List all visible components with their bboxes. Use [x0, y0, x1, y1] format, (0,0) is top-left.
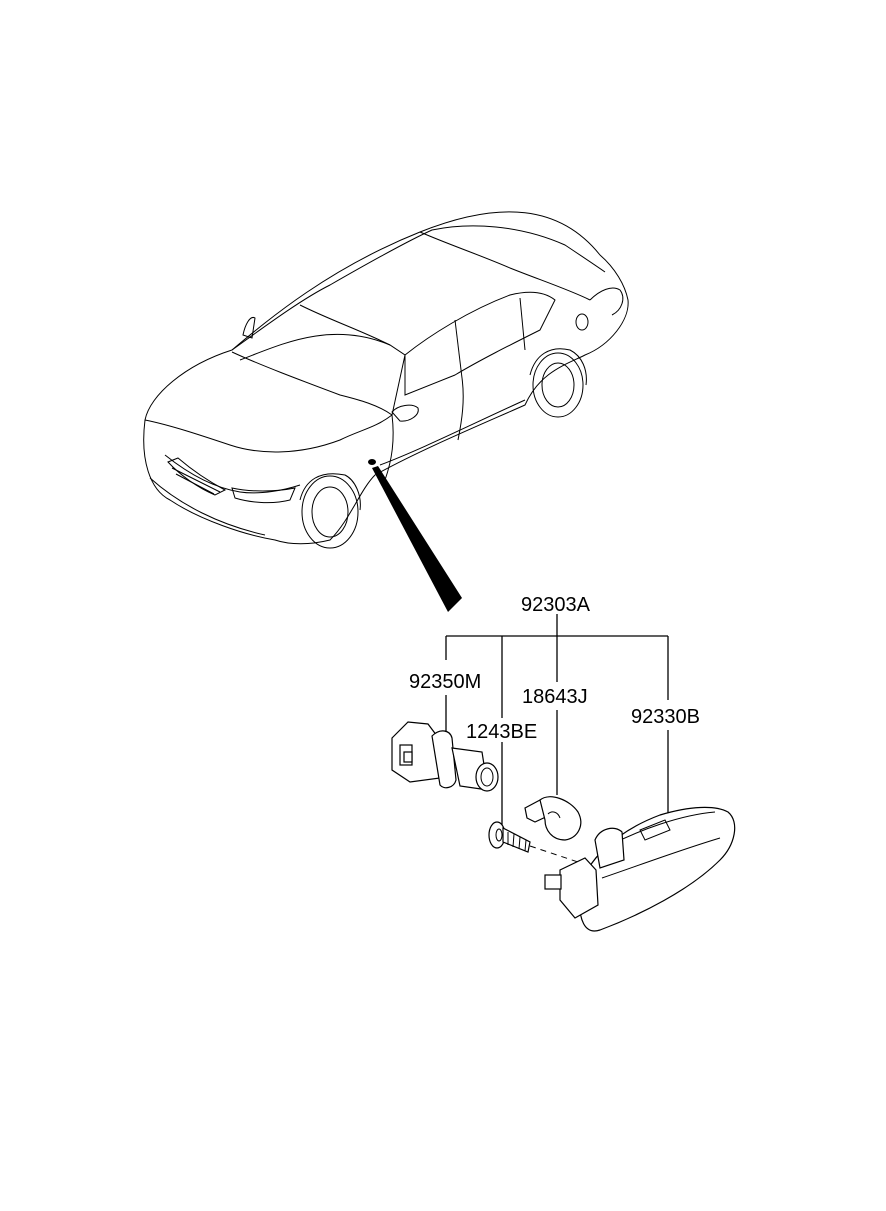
lamp-part: [544, 806, 736, 932]
screw-part: [488, 821, 579, 863]
leader-wedge: [372, 466, 462, 612]
car-illustration: [143, 211, 629, 549]
callout-92330B: 92330B: [631, 706, 700, 728]
socket-part: [391, 721, 499, 792]
callout-1243BE: 1243BE: [466, 721, 537, 743]
callout-18643J: 18643J: [522, 686, 588, 708]
callout-lines: [445, 614, 669, 830]
callout-92350M: 92350M: [409, 671, 481, 693]
callout-92303A: 92303A: [521, 594, 591, 616]
bulb-part: [524, 796, 582, 841]
